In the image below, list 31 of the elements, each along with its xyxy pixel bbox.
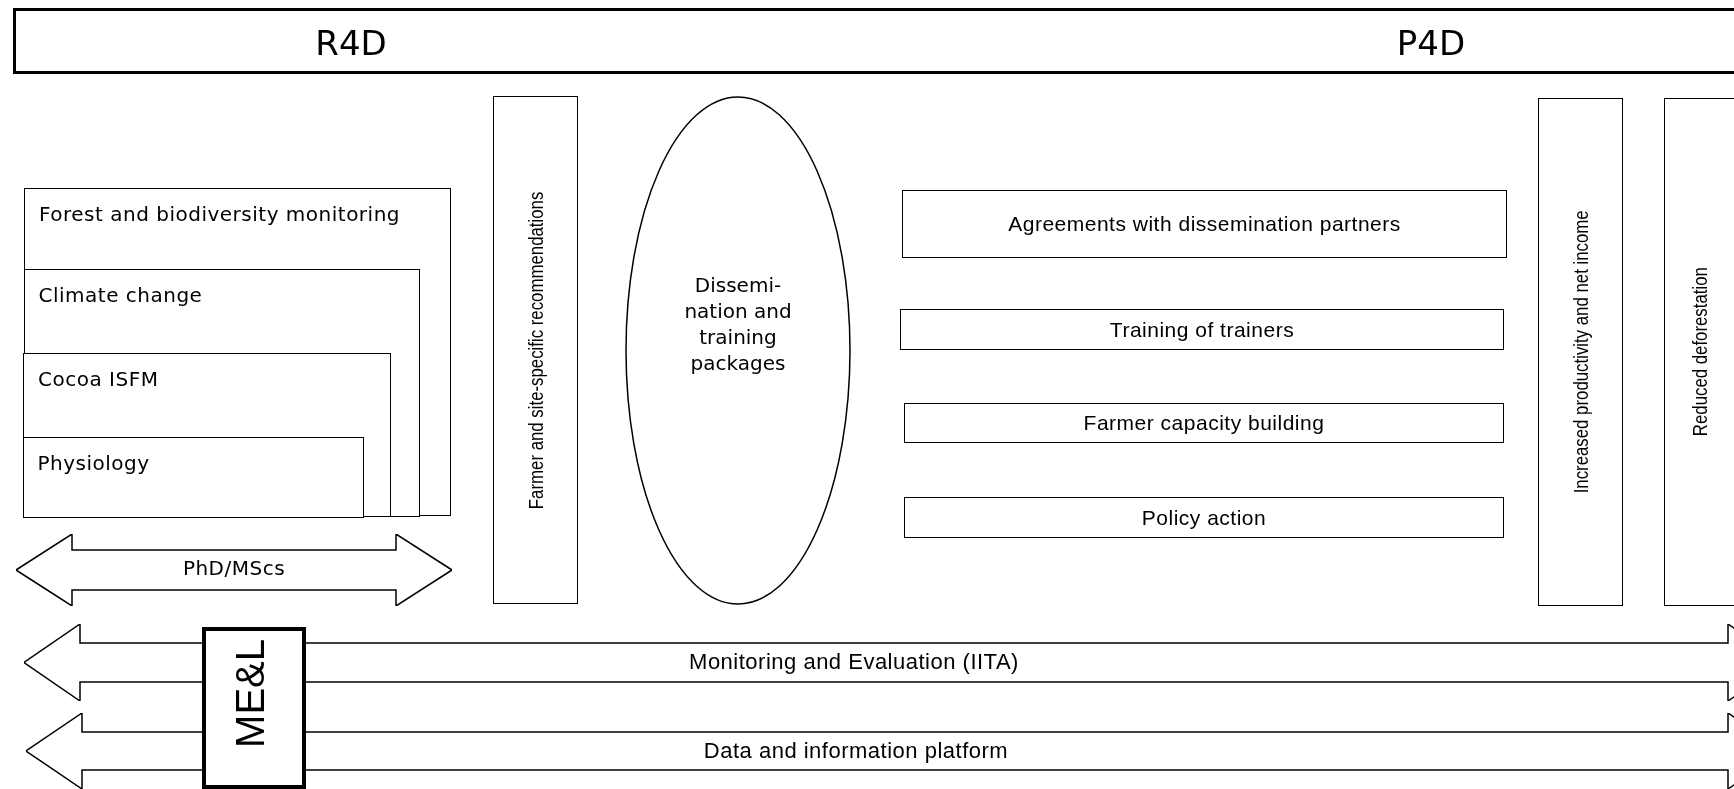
text-box [902, 190, 1507, 258]
arrow-label: Data and information platform [702, 738, 1010, 764]
box-label: Policy action [1141, 504, 1267, 531]
nested-box [23, 353, 391, 517]
vertical-box [202, 627, 306, 789]
section-heading: P4D [1395, 23, 1467, 63]
box-label: Farmer capacity building [1083, 410, 1325, 436]
box-label: Agreements with dissemination partners [1008, 211, 1401, 237]
box-label: Increased productivity and net income [1568, 210, 1593, 494]
text-box [904, 403, 1504, 443]
box-label: Cocoa ISFM [38, 366, 160, 393]
ellipse-label: Dissemi- nation and training packages [683, 272, 793, 376]
box-label: ME&L [228, 639, 273, 748]
box-label: Farmer and site-specific recommendations [523, 191, 548, 509]
text-box [900, 309, 1504, 350]
vertical-box [1538, 98, 1623, 606]
box-label: Reduced deforestation [1687, 267, 1712, 437]
box-label: Climate change [38, 281, 204, 309]
nested-box [22, 436, 364, 518]
box-label: Physiology [37, 449, 151, 477]
box-label: Training of trainers [1109, 316, 1295, 343]
header-band [13, 8, 1734, 74]
arrow-label: PhD/MScs [181, 556, 287, 580]
vertical-box [1664, 98, 1734, 606]
nested-box [24, 188, 451, 516]
vertical-box [493, 96, 578, 604]
arrow-label: Monitoring and Evaluation (IITA) [688, 649, 1020, 675]
text-box [904, 497, 1504, 538]
box-label: Forest and biodiversity monitoring [39, 201, 401, 228]
section-heading: R4D [314, 23, 388, 63]
nested-box [23, 268, 420, 517]
